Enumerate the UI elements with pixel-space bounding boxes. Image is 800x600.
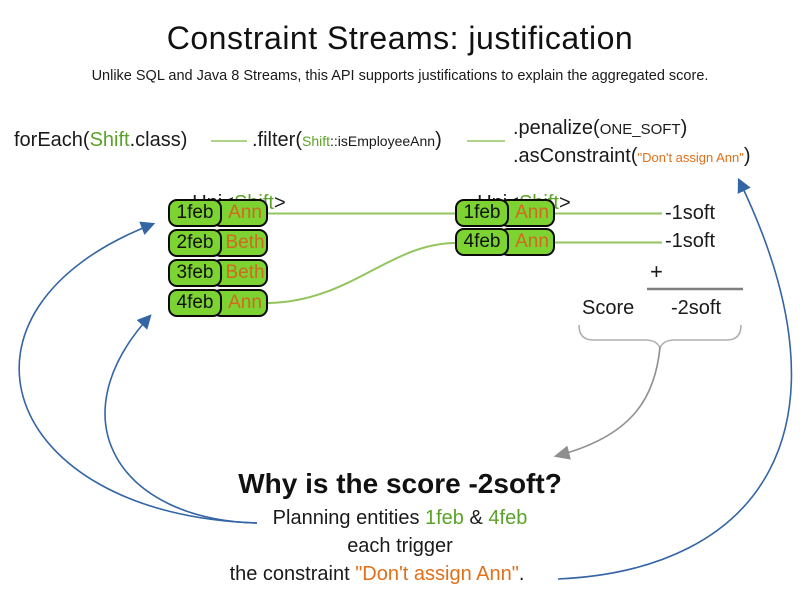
shift-employee-cell: Ann (212, 199, 268, 227)
shift-date-cell: 1feb (168, 199, 222, 227)
why-line-1: Planning entities 1feb & 4feb (0, 507, 800, 530)
constraint-name-string: "Don't assign Ann" (637, 150, 744, 165)
shift-row-2feb: 2feb Beth (168, 229, 268, 257)
why-text: the constraint (229, 563, 356, 585)
score-brace (578, 324, 742, 351)
why-text: . (518, 563, 525, 585)
justification-arrow-1feb (18, 221, 258, 524)
entity-ref-4feb: 4feb (488, 507, 528, 529)
code-filter: .filter(Shift::isEmployeeAnn) (252, 129, 442, 152)
score-label: Score (582, 297, 635, 319)
code-foreach: forEach(Shift.class) (14, 129, 187, 152)
code-class-name: Shift (89, 129, 130, 151)
type-text: > (273, 192, 286, 214)
code-text: .penalize( (513, 117, 600, 139)
code-text: .filter( (252, 129, 302, 151)
type-text: > (558, 192, 571, 214)
code-text: ) (435, 129, 442, 151)
score-explanation-arrow (553, 346, 661, 460)
shift-date-cell: 2feb (168, 229, 222, 257)
code-constant: ONE_SOFT (599, 121, 681, 138)
why-line-3: the constraint "Don't assign Ann". (0, 563, 777, 586)
filtered-row-1feb: 1feb Ann (455, 199, 555, 227)
why-text: & (463, 507, 489, 529)
shift-date-cell: 4feb (455, 228, 509, 256)
shift-row-4feb: 4feb Ann (168, 289, 268, 317)
code-text: ) (680, 117, 688, 139)
shift-row-1feb: 1feb Ann (168, 199, 268, 227)
shift-row-3feb: 3feb Beth (168, 259, 268, 287)
shift-date-cell: 4feb (168, 289, 222, 317)
score-total: -2soft (671, 297, 722, 319)
match-link-4feb (267, 242, 457, 304)
code-text: .asConstraint( (513, 145, 638, 167)
shift-employee-cell: Ann (499, 199, 555, 227)
code-asconstraint: .asConstraint("Don't assign Ann") (513, 145, 751, 168)
code-text: .class) (129, 129, 188, 151)
constraint-name-ref: "Don't assign Ann" (355, 563, 519, 585)
why-text: Planning entities (272, 507, 425, 529)
justification-arrow-constraint (557, 177, 793, 580)
shift-date-cell: 1feb (455, 199, 509, 227)
why-heading: Why is the score -2soft? (238, 468, 562, 499)
code-text: ) (743, 145, 751, 167)
filtered-row-4feb: 4feb Ann (455, 228, 555, 256)
entity-ref-1feb: 1feb (425, 507, 464, 529)
penalty-value-1: -1soft (665, 202, 716, 224)
code-class-name: Shift (302, 133, 331, 149)
code-penalize: .penalize(ONE_SOFT) (513, 117, 687, 140)
penalty-value-2: -1soft (665, 230, 716, 252)
justification-arrow-4feb (104, 314, 258, 524)
plus-sign: + (650, 259, 663, 284)
subtitle: Unlike SQL and Java 8 Streams, this API … (91, 68, 709, 84)
shift-date-cell: 3feb (168, 259, 222, 287)
why-line-2: each trigger (347, 535, 453, 557)
code-text: ::isEmployeeAnn (330, 133, 436, 149)
page-title: Constraint Streams: justification (166, 20, 634, 56)
code-text: forEach( (14, 129, 90, 151)
